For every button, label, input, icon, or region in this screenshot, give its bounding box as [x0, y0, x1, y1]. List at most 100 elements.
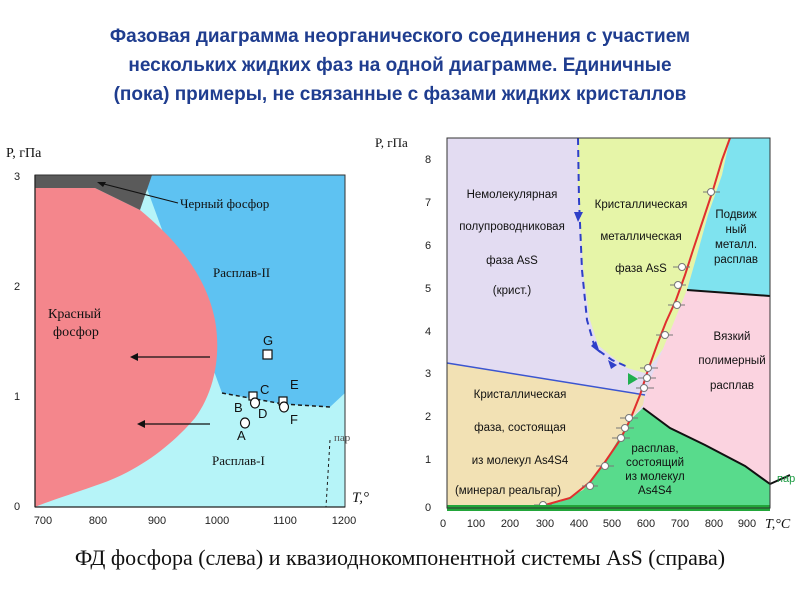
x-tick-label: 700: [34, 515, 52, 527]
point-d-marker: [249, 397, 261, 409]
region-label: (крист.): [493, 285, 532, 297]
data-point: [707, 188, 715, 196]
y-tick-label: 3: [425, 368, 431, 380]
crystal-metal-region: [578, 138, 730, 373]
arrow-head: [574, 212, 583, 222]
vapor-label: пар: [334, 432, 351, 444]
y-tick-label: 4: [425, 326, 431, 338]
arrow-head: [608, 360, 617, 369]
x-tick-label: 100: [467, 518, 485, 530]
phosphorus-phase-diagram: P, гПа T,° 3 2 1 0 700 800 900 1000 1100…: [6, 146, 369, 527]
arrow-head: [137, 420, 145, 428]
slide-title: Фазовая диаграмма неорганического соедин…: [0, 22, 800, 109]
data-point: [621, 424, 629, 432]
x-tick-label: 400: [570, 518, 588, 530]
point-c-label: C: [260, 382, 269, 397]
experimental-points: G C E B D F A: [234, 333, 299, 443]
region-label: расплав: [710, 380, 754, 392]
black-phosphorus-label-group: Черный фосфор: [97, 182, 269, 211]
black-boundary: [769, 474, 791, 485]
x-tick-label: 300: [536, 518, 554, 530]
region-label: Немолекулярная: [467, 189, 558, 201]
y-tick-label: 1: [425, 454, 431, 466]
point-a-marker: [239, 417, 251, 429]
region-label: Вязкий: [714, 331, 751, 343]
melt-2-label: Расплав-II: [213, 265, 270, 280]
y-tick-label: 0: [14, 501, 20, 513]
semiconductor-phase-label: Немолекулярная полупроводниковая фаза As…: [459, 189, 565, 297]
y-tick-label: 1: [14, 391, 20, 403]
point-d-label: D: [258, 406, 267, 421]
title-line-2: нескольких жидких фаз на одной диаграмме…: [128, 55, 672, 76]
region-label: Кристаллическая: [595, 199, 688, 211]
x-tick-label: 900: [738, 518, 756, 530]
molecular-melt-region: [520, 408, 770, 508]
data-point: [643, 374, 651, 382]
black-boundary: [686, 289, 771, 297]
point-g-marker: [262, 349, 273, 360]
data-point: [617, 434, 625, 442]
vapor-boundary: [325, 439, 331, 508]
black-phosphorus-arrow: [99, 182, 179, 204]
data-point: [586, 482, 594, 490]
viscous-melt-region: [642, 290, 770, 484]
data-point: [674, 281, 682, 289]
region-label: металл.: [715, 239, 757, 251]
x-tick-label: 1000: [205, 515, 229, 527]
point-g-label: G: [263, 333, 273, 348]
region-label: As4S4: [638, 485, 672, 497]
point-a-label: A: [237, 428, 246, 443]
region-label: расплав: [714, 254, 758, 266]
region-label: фаза AsS: [486, 255, 538, 267]
arrow-head: [130, 353, 138, 361]
arrow-head: [97, 182, 106, 187]
black-boundary: [642, 407, 771, 485]
region-label: из молекул As4S4: [472, 455, 569, 467]
black-phosphorus-label: Черный фосфор: [180, 196, 269, 211]
ass-phase-diagram: P, гПа T,°C 8 7 6 5 4 3 2 1 0 0 100 200 …: [375, 135, 795, 532]
x-tick-label: 200: [501, 518, 519, 530]
y-tick-label: 7: [425, 197, 431, 209]
right-x-axis-label: T,°C: [765, 517, 791, 532]
y-tick-label: 6: [425, 240, 431, 252]
region-label: ный: [725, 224, 746, 236]
right-plot-frame: [446, 137, 771, 509]
y-tick-label: 2: [14, 281, 20, 293]
data-point: [644, 364, 652, 372]
data-point: [640, 384, 648, 392]
region-label: (минерал реальгар): [455, 485, 561, 497]
data-point: [678, 263, 686, 271]
title-line-1: Фазовая диаграмма неорганического соедин…: [109, 26, 691, 47]
figure-caption: ФД фосфора (слева) и квазиоднокомпонентн…: [74, 545, 726, 570]
x-tick-label: 1100: [273, 515, 297, 527]
data-points: [534, 188, 720, 509]
molecular-crystal-label: Кристаллическая фаза, состоящая из молек…: [455, 389, 569, 497]
molecular-melt-label: расплав, состоящий из молекул As4S4: [625, 443, 684, 497]
x-tick-label: 500: [603, 518, 621, 530]
x-tick-label: 800: [89, 515, 107, 527]
red-phosphorus-label-1: Красный: [48, 307, 102, 322]
left-x-axis-label: T,°: [352, 490, 369, 506]
x-tick-label: 900: [148, 515, 166, 527]
data-point: [625, 414, 633, 422]
x-tick-label: 700: [671, 518, 689, 530]
left-x-ticks: 700 800 900 1000 1100 1200: [34, 515, 356, 527]
x-tick-label: 600: [637, 518, 655, 530]
title-line-3: (пока) примеры, не связанные с фазами жи…: [113, 84, 687, 105]
region-label: полупроводниковая: [459, 221, 565, 233]
x-tick-label: 800: [705, 518, 723, 530]
molecular-crystal-region: [447, 363, 645, 508]
region-label: расплав,: [631, 443, 678, 455]
mobile-melt-region: [687, 138, 770, 296]
y-tick-label: 3: [14, 171, 20, 183]
region-label: из молекул: [625, 471, 684, 483]
x-tick-label: 1200: [332, 515, 356, 527]
point-f-marker: [278, 401, 290, 413]
region-label: Подвиж: [715, 209, 757, 221]
y-tick-label: 5: [425, 283, 431, 295]
data-point: [661, 331, 669, 339]
left-plot-area: [34, 174, 346, 508]
y-tick-label: 2: [425, 411, 431, 423]
y-tick-label: 8: [425, 154, 431, 166]
region-label: металлическая: [600, 231, 681, 243]
